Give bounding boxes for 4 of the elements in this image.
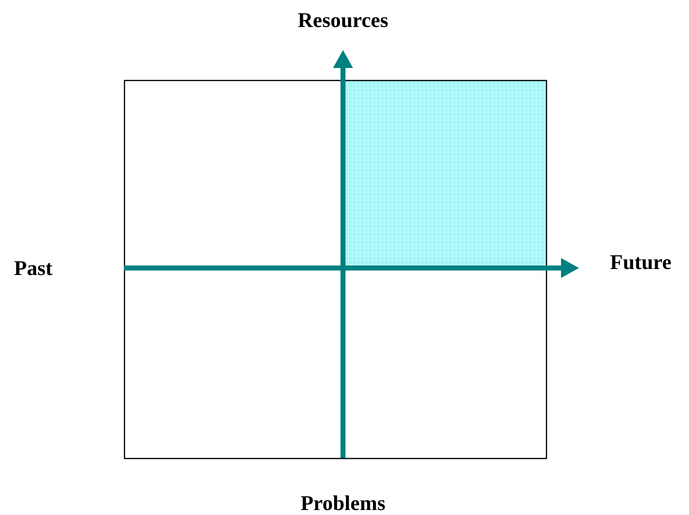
axis-label: Problems — [300, 491, 386, 515]
axis-label: Future — [610, 250, 672, 274]
axis-label: Resources — [298, 8, 388, 32]
axis-label: Past — [14, 256, 52, 280]
